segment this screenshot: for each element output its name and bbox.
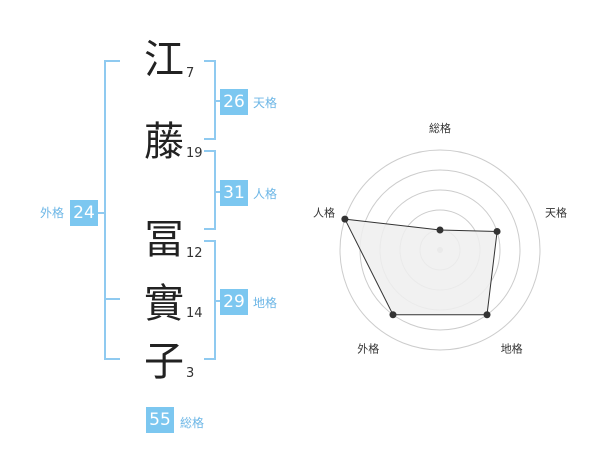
- stroke-count-2: 19: [186, 146, 203, 161]
- radar-point-1: [436, 226, 444, 234]
- stroke-count-1: 7: [186, 66, 195, 81]
- radar-point-5: [341, 215, 349, 223]
- name-char-3: 冨: [144, 217, 184, 263]
- stroke-count-3: 12: [186, 246, 203, 261]
- radar-point-4: [389, 311, 397, 319]
- jinkaku-badge: 31: [220, 180, 248, 206]
- radar-axis-label-3: 地格: [501, 342, 523, 356]
- radar-point-2: [493, 227, 501, 235]
- name-char-5: 子: [144, 339, 184, 385]
- stroke-count-5: 3: [186, 366, 195, 381]
- radar-axis-label-2: 天格: [545, 205, 567, 219]
- name-char-2: 藤: [144, 119, 184, 165]
- radar-series: [344, 218, 498, 316]
- radar-point-3: [483, 311, 491, 319]
- tenkaku-label: 天格: [253, 96, 278, 110]
- name-char-1: 江: [144, 37, 184, 83]
- radar-axis-label-4: 外格: [357, 342, 379, 356]
- gaikaku-badge: 24: [70, 200, 98, 226]
- chikaku-badge: 29: [220, 289, 248, 315]
- radar-axis-label-5: 人格: [313, 205, 335, 219]
- gaikaku-label: 外格: [40, 206, 65, 220]
- jinkaku-label: 人格: [253, 187, 278, 201]
- soukaku-label: 総格: [180, 416, 205, 430]
- name-char-4: 實: [144, 281, 184, 327]
- tenkaku-badge: 26: [220, 89, 248, 115]
- radar-points: [341, 215, 501, 319]
- stroke-count-4: 14: [186, 306, 203, 321]
- chikaku-label: 地格: [253, 296, 278, 310]
- radar-ring-5: [339, 149, 541, 351]
- radar-axis-label-1: 総格: [429, 121, 451, 135]
- soukaku-badge: 55: [146, 407, 174, 433]
- radar-polygon: [344, 218, 498, 316]
